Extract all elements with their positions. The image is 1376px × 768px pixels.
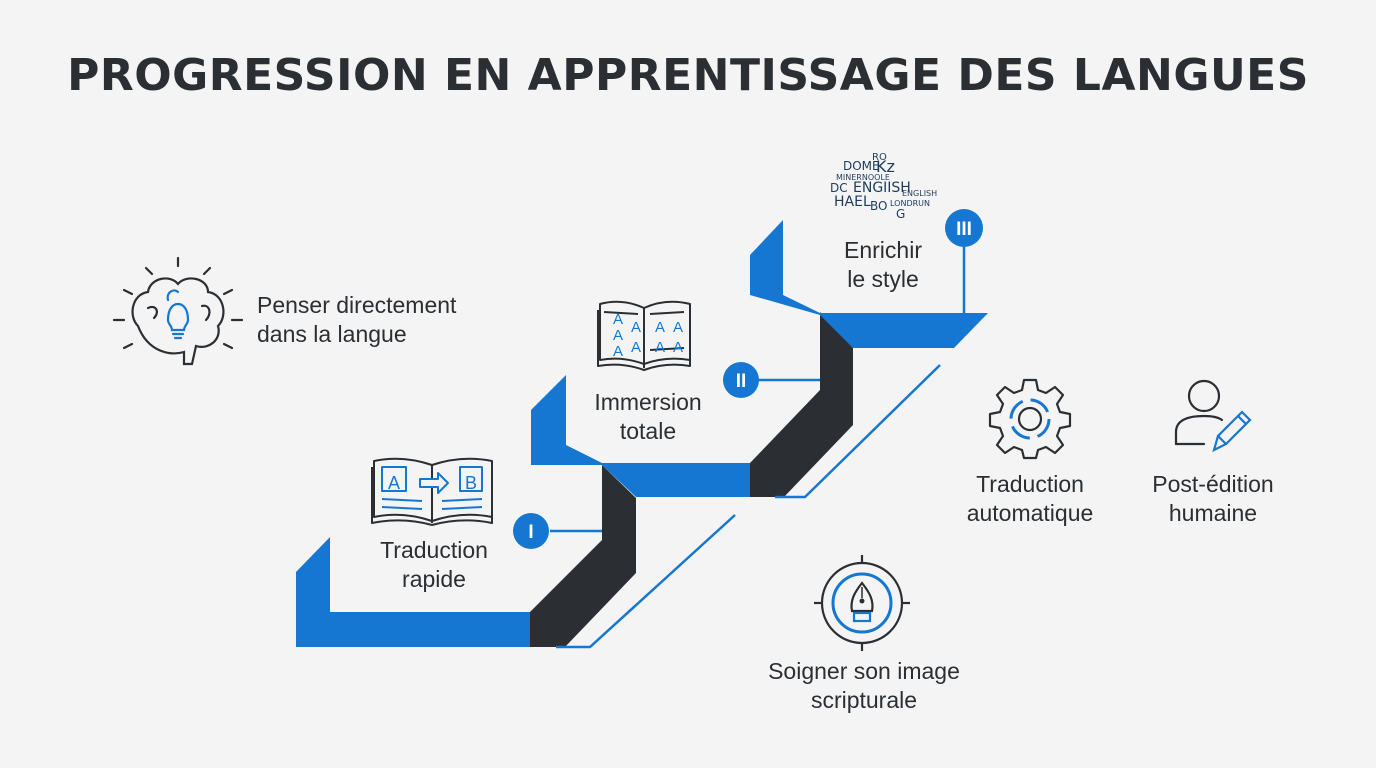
staircase — [296, 220, 988, 647]
connectors — [550, 245, 966, 533]
open-book-icon — [597, 300, 691, 371]
book-letter: A — [631, 319, 641, 336]
post-edit-label: Post-édition humaine — [1132, 470, 1294, 528]
step-3-label: Enrichir le style — [813, 236, 953, 294]
writing-line2: scripturale — [810, 687, 918, 713]
guide-line-upper — [775, 364, 941, 499]
writing-line1: Soigner son image — [768, 658, 960, 684]
machine-translation-line1: Traduction — [976, 471, 1084, 497]
brain-lightbulb-icon — [112, 256, 244, 366]
open-book-letters: A A A A A A A A A — [613, 311, 683, 360]
translation-book-letter-b: B — [465, 473, 477, 493]
step-3-badge: III — [945, 209, 983, 247]
step-1-numeral: I — [528, 522, 533, 543]
step-2-line1: Immersion — [594, 389, 702, 415]
word-cloud-word: Kz — [876, 157, 895, 176]
step-2-badge: II — [723, 362, 759, 398]
word-cloud-word: RO — [872, 152, 887, 163]
word-cloud-icon: RO DOME Kz MINERNOOLE DC ENGIISH HAEL BO… — [830, 152, 937, 221]
machine-translation-label: Traduction automatique — [950, 470, 1110, 528]
book-letter: A — [673, 339, 683, 356]
think-label: Penser directement dans la langue — [257, 291, 456, 349]
step-1-line1: Traduction — [380, 537, 488, 563]
step-2-tread — [531, 375, 750, 497]
gear-icon — [988, 378, 1072, 460]
step-3-numeral: III — [956, 219, 972, 240]
user-pen-icon — [1174, 379, 1252, 453]
word-cloud-word: MINERNOOLE — [836, 173, 890, 182]
translation-book-icon — [371, 457, 493, 526]
book-letter: A — [613, 311, 623, 328]
step-1-badge: I — [513, 513, 549, 549]
word-cloud-word: ENGIISH — [853, 180, 911, 196]
book-letter: A — [673, 319, 683, 336]
step-1-riser — [530, 465, 636, 647]
post-edit-line2: humaine — [1168, 500, 1258, 526]
post-edit-line1: Post-édition — [1152, 471, 1274, 497]
step-1-line2: rapide — [402, 566, 466, 592]
book-letter: A — [655, 319, 665, 336]
word-cloud-word: ENGLISH — [902, 189, 937, 198]
step-1-label: Traduction rapide — [364, 536, 504, 594]
step-2-line2: totale — [619, 418, 677, 444]
guide-lines — [556, 364, 941, 649]
step-1-tread — [296, 537, 530, 647]
word-cloud-word: HAEL — [834, 194, 871, 210]
guide-line-lower — [556, 514, 736, 649]
book-letter: A — [613, 327, 623, 344]
step-2-numeral: II — [736, 371, 747, 392]
fountain-pen-target-icon — [814, 555, 910, 651]
step-3-line2: le style — [847, 266, 919, 292]
word-cloud-word: DC — [830, 181, 848, 195]
translation-book-letter-a: A — [388, 473, 400, 493]
step-2-label: Immersion totale — [578, 388, 718, 446]
book-letter: A — [655, 339, 665, 356]
writing-label: Soigner son image scripturale — [744, 657, 984, 715]
book-letter: A — [631, 339, 641, 356]
word-cloud-word: DOME — [843, 159, 880, 173]
step-3-line1: Enrichir — [844, 237, 922, 263]
step-3-tread — [750, 220, 988, 348]
think-line2: dans la langue — [257, 321, 407, 347]
word-cloud-word: LONDRUN — [890, 199, 930, 208]
machine-translation-line2: automatique — [966, 500, 1094, 526]
page-title: PROGRESSION EN APPRENTISSAGE DES LANGUES — [67, 50, 1309, 101]
step-2-riser — [750, 312, 853, 497]
word-cloud-word: BO — [870, 199, 887, 213]
book-letter: A — [613, 343, 623, 360]
think-line1: Penser directement — [257, 292, 457, 318]
word-cloud-word: G — [896, 207, 905, 221]
